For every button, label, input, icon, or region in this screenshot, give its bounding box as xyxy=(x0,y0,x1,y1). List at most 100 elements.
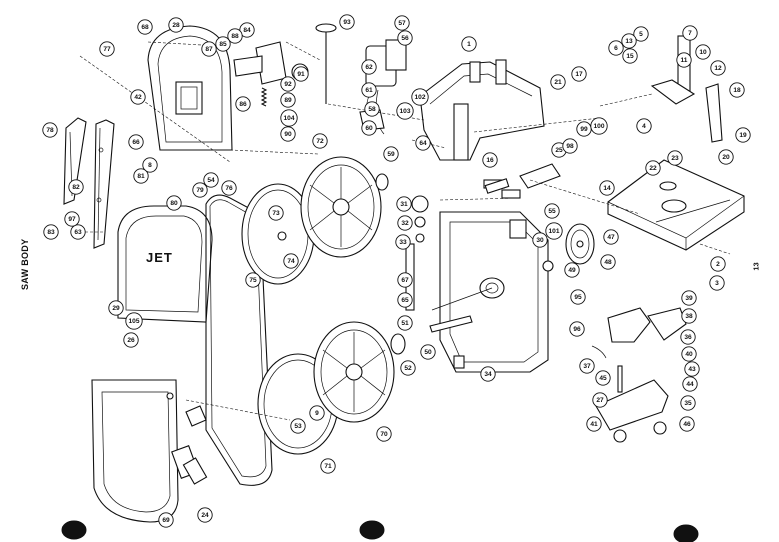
part-callout: 37 xyxy=(579,358,595,374)
callout-bubble xyxy=(221,180,237,196)
callout-number: 25 xyxy=(555,147,563,154)
callout-bubble xyxy=(125,312,143,330)
callout-bubble xyxy=(309,405,325,421)
callout-bubble xyxy=(283,253,299,269)
part-callout: 82 xyxy=(68,179,84,195)
callout-bubble xyxy=(383,146,399,162)
callout-bubble xyxy=(676,52,692,68)
part-callout: 100 xyxy=(590,117,608,135)
callout-bubble xyxy=(64,211,80,227)
part-callout: 14 xyxy=(599,180,615,196)
callout-number: 100 xyxy=(593,123,604,130)
part-callout: 56 xyxy=(397,30,413,46)
part-callout: 86 xyxy=(235,96,251,112)
callout-number: 63 xyxy=(74,229,82,236)
part-callout: 80 xyxy=(166,195,182,211)
callout-number: 61 xyxy=(365,87,373,94)
part-callout: 11 xyxy=(676,52,692,68)
part-callout: 84 xyxy=(239,22,255,38)
upper-wheel-cover xyxy=(147,25,233,151)
part-callout: 71 xyxy=(320,458,336,474)
part-callout: 21 xyxy=(550,74,566,90)
callout-number: 51 xyxy=(401,320,409,327)
callout-number: 9 xyxy=(315,410,319,417)
part-callout: 31 xyxy=(396,196,412,212)
callout-number: 36 xyxy=(684,334,692,341)
callout-number: 47 xyxy=(607,234,615,241)
callout-number: 22 xyxy=(649,165,657,172)
callout-bubble xyxy=(68,179,84,195)
callout-number: 84 xyxy=(243,27,251,34)
callout-number: 85 xyxy=(219,41,227,48)
part-callout: 95 xyxy=(570,289,586,305)
callout-bubble xyxy=(396,196,412,212)
callout-number: 55 xyxy=(548,208,556,215)
callout-bubble xyxy=(595,370,611,386)
part-callout: 72 xyxy=(312,133,328,149)
callout-number: 30 xyxy=(536,237,544,244)
callout-number: 91 xyxy=(297,71,305,78)
part-callout: 104 xyxy=(280,109,298,127)
callout-bubble xyxy=(43,224,59,240)
callout-bubble xyxy=(622,48,638,64)
callout-bubble xyxy=(280,92,296,108)
callout-bubble xyxy=(592,392,608,408)
part-callout: 98 xyxy=(562,138,578,154)
callout-number: 92 xyxy=(284,81,292,88)
callout-bubble xyxy=(192,182,208,198)
part-callout: 59 xyxy=(383,146,399,162)
trunnion-assembly xyxy=(595,307,687,443)
callout-number: 41 xyxy=(590,421,598,428)
callout-bubble xyxy=(42,122,58,138)
callout-number: 93 xyxy=(343,19,351,26)
part-callout: 54 xyxy=(203,172,219,188)
part-callout: 63 xyxy=(70,224,86,240)
callout-number: 76 xyxy=(225,185,233,192)
part-callout: 62 xyxy=(361,59,377,75)
callout-number: 67 xyxy=(401,277,409,284)
part-callout: 75 xyxy=(245,272,261,288)
callout-bubble xyxy=(290,418,306,434)
callout-number: 75 xyxy=(249,277,257,284)
callout-bubble xyxy=(394,15,410,31)
callout-number: 57 xyxy=(398,20,406,27)
callout-bubble xyxy=(603,229,619,245)
part-callout: 36 xyxy=(680,329,696,345)
part-callout: 90 xyxy=(280,126,296,142)
callout-bubble xyxy=(280,126,296,142)
callout-number: 39 xyxy=(685,295,693,302)
part-callout: 9 xyxy=(309,405,325,421)
callout-number: 23 xyxy=(671,155,679,162)
callout-bubble xyxy=(320,458,336,474)
callout-number: 13 xyxy=(625,38,633,45)
callout-bubble xyxy=(420,344,436,360)
binding-mark-left xyxy=(61,520,87,540)
callout-bubble xyxy=(480,366,496,382)
callout-bubble xyxy=(123,332,139,348)
callout-bubble xyxy=(600,254,616,270)
callout-number: 99 xyxy=(580,126,588,133)
upper-guide-assembly xyxy=(483,163,561,199)
part-callout: 34 xyxy=(480,366,496,382)
callout-bubble xyxy=(158,512,174,528)
part-callout: 42 xyxy=(130,89,146,105)
part-callout: 44 xyxy=(682,376,698,392)
part-callout: 55 xyxy=(544,203,560,219)
lower-wheel-assembly xyxy=(257,321,395,455)
part-callout: 39 xyxy=(681,290,697,306)
callout-bubble xyxy=(682,25,698,41)
callout-number: 11 xyxy=(681,57,688,64)
part-callout: 67 xyxy=(397,272,413,288)
part-callout: 93 xyxy=(339,14,355,30)
part-callout: 83 xyxy=(43,224,59,240)
callout-number: 69 xyxy=(162,517,170,524)
part-callout: 41 xyxy=(586,416,602,432)
callout-number: 77 xyxy=(103,46,111,53)
saw-frame-arm xyxy=(419,59,545,161)
callout-bubble xyxy=(361,82,377,98)
brand-logo: JET xyxy=(146,250,173,265)
callout-number: 17 xyxy=(575,71,583,78)
callout-number: 48 xyxy=(604,259,612,266)
callout-bubble xyxy=(361,120,377,136)
